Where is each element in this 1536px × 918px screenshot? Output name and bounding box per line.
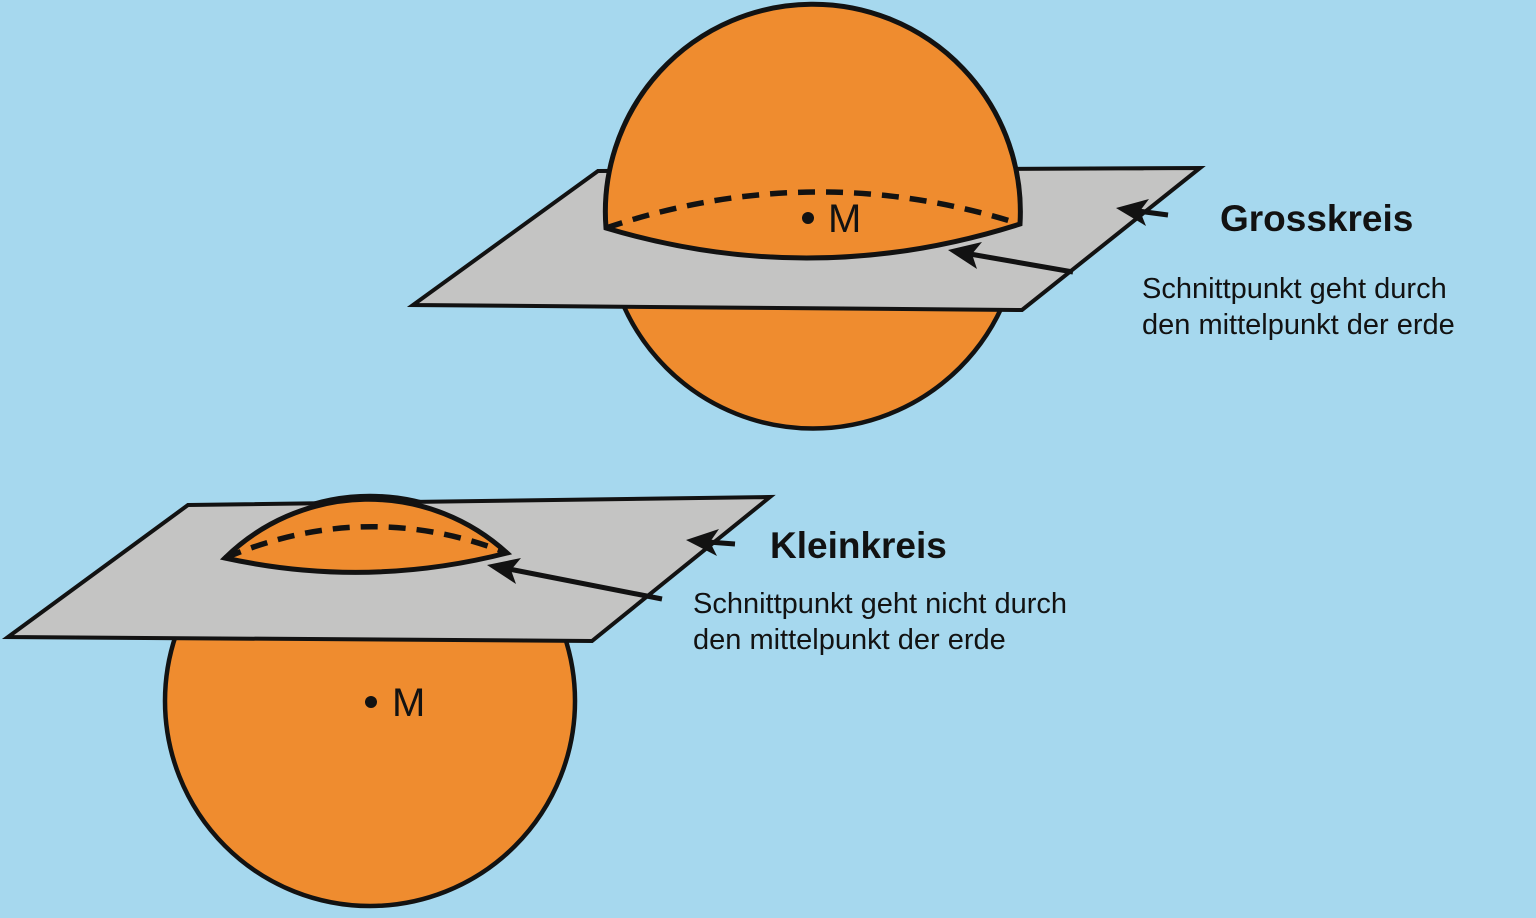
center-point-dot-bottom <box>365 696 377 708</box>
grosskreis-arrow-line <box>1137 208 1169 218</box>
center-point-label: M <box>828 197 861 241</box>
grosskreis-description-line2: den mittelpunkt der erde <box>1142 309 1455 341</box>
kleinkreis-arrow-line <box>707 539 736 547</box>
intersection-back-edge-dashed-bottom <box>223 524 508 561</box>
sphere-cap <box>219 496 513 575</box>
kleinkreis-diagram: M Kleinkreis Schnittpunkt geht nicht dur… <box>1 493 1067 909</box>
kleinkreis-description-line2: den mittelpunkt der erde <box>693 624 1006 656</box>
schnittpunkt-arrow-head-bottom <box>487 558 521 584</box>
schnittpunkt-arrow-line-top <box>969 251 1074 275</box>
grosskreis-arrow-head <box>1116 199 1149 226</box>
grosskreis-diagram: M Grosskreis Schnittpunkt geht durch den… <box>406 1 1455 431</box>
intersection-back-edge-dashed <box>605 189 1021 231</box>
kleinkreis-arrow-head <box>686 529 719 556</box>
grosskreis-title: Grosskreis <box>1220 198 1413 239</box>
sphere-upper-hemisphere <box>602 1 1023 261</box>
kleinkreis-title: Kleinkreis <box>770 525 947 566</box>
center-point-dot <box>802 212 814 224</box>
center-point-label-bottom: M <box>392 681 425 725</box>
kleinkreis-description-line1: Schnittpunkt geht nicht durch <box>693 588 1067 620</box>
schnittpunkt-arrow-head-top <box>948 242 982 269</box>
grosskreis-description-line1: Schnittpunkt geht durch <box>1142 273 1447 305</box>
schnittpunkt-arrow-line-bottom <box>508 566 663 602</box>
